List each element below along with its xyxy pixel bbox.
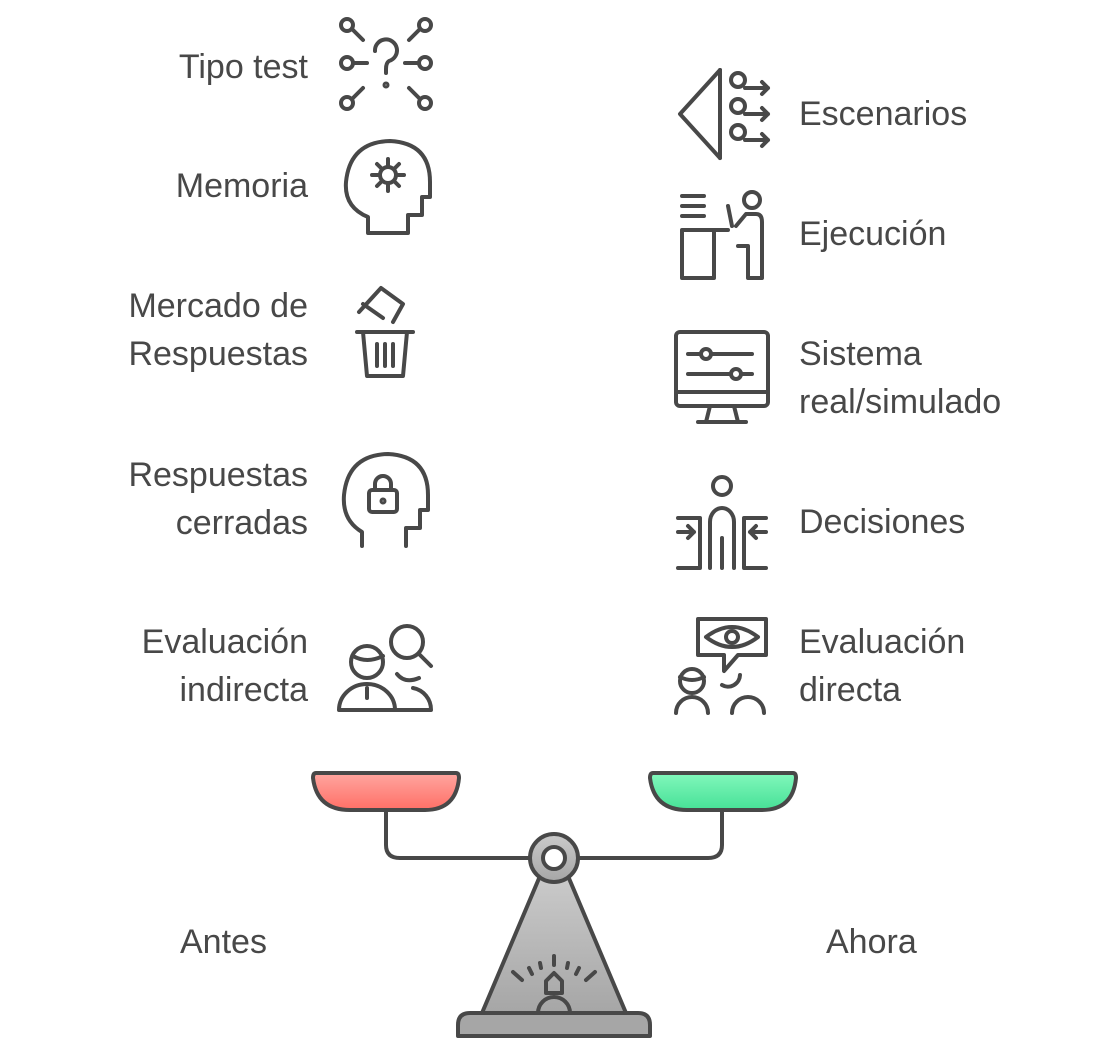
head-gear-icon bbox=[343, 139, 432, 235]
trash-bin-icon bbox=[355, 286, 415, 378]
beam bbox=[384, 808, 724, 860]
label-antes: Antes bbox=[180, 923, 267, 961]
person-doors-icon bbox=[676, 475, 768, 570]
left-pan bbox=[311, 771, 461, 812]
scenarios-arrows-icon bbox=[678, 68, 770, 160]
label-ahora: Ahora bbox=[826, 923, 917, 961]
question-network-icon bbox=[339, 17, 433, 111]
label-tipo-test: Tipo test bbox=[178, 48, 308, 86]
head-lock-icon bbox=[341, 452, 430, 548]
people-magnifier-icon bbox=[337, 624, 434, 712]
label-escenarios: Escenarios bbox=[799, 95, 968, 133]
monitor-sliders-icon bbox=[674, 330, 770, 424]
label-memoria: Memoria bbox=[175, 167, 308, 205]
scale-base bbox=[456, 1011, 652, 1038]
label-decisiones: Decisiones bbox=[799, 503, 966, 541]
right-pan bbox=[648, 771, 798, 812]
person-desk-icon bbox=[680, 190, 764, 280]
eye-speech-people-icon bbox=[674, 617, 768, 715]
label-ejecucion: Ejecución bbox=[799, 215, 947, 253]
